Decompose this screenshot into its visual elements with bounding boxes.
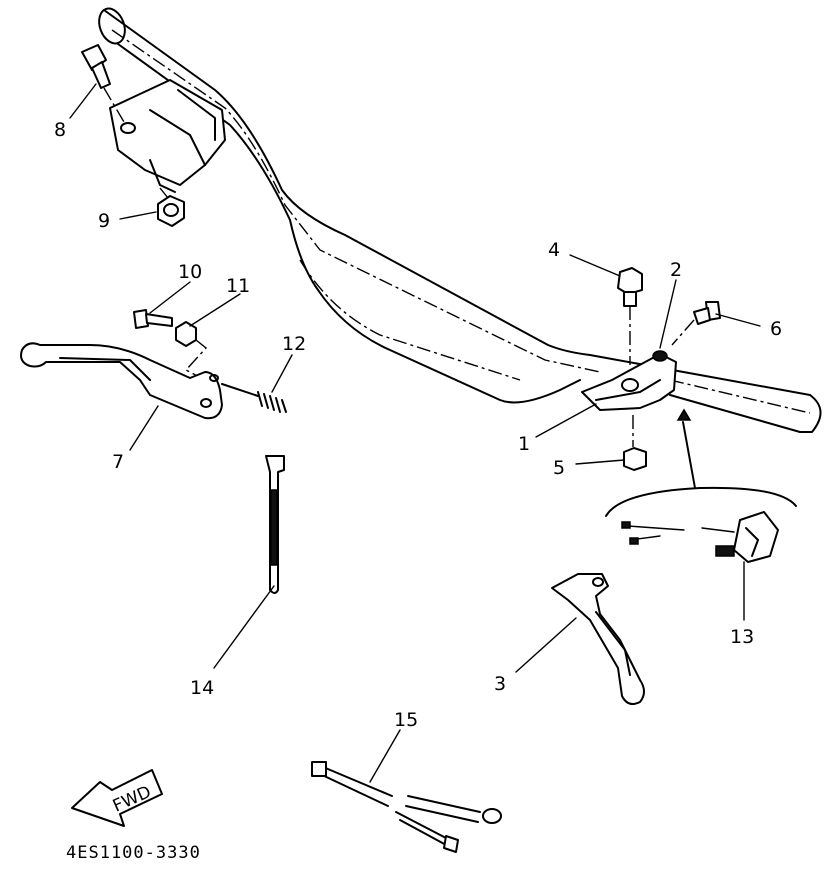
switch-part-13 <box>605 408 797 563</box>
lever-part-7 <box>20 342 223 420</box>
spring-part-12 <box>221 383 287 413</box>
callout-11: 11 <box>226 275 250 297</box>
bolt-part-10 <box>133 309 173 329</box>
bolt-part-8 <box>81 44 125 123</box>
callout-1: 1 <box>518 433 530 455</box>
callout-7: 7 <box>112 451 124 473</box>
nut-part-11 <box>175 321 208 381</box>
cable-tie-part-14 <box>265 455 285 594</box>
nut-part-9 <box>157 187 185 227</box>
callout-labels: 8 9 10 11 12 7 4 2 6 1 5 14 3 13 15 <box>54 119 782 731</box>
callout-9: 9 <box>98 210 110 232</box>
leader-lines <box>69 83 761 783</box>
callout-3: 3 <box>494 673 506 695</box>
callout-13: 13 <box>730 626 754 648</box>
callout-12: 12 <box>282 333 306 355</box>
handlebar <box>98 7 822 433</box>
callout-2: 2 <box>670 259 682 281</box>
callout-15: 15 <box>394 709 418 731</box>
callout-10: 10 <box>178 261 202 283</box>
left-switch-housing <box>109 79 226 193</box>
lever-holder-assembly <box>581 267 721 471</box>
callout-5: 5 <box>553 457 565 479</box>
part-code: 4ES1100-3330 <box>66 843 201 863</box>
callout-6: 6 <box>770 318 782 340</box>
lever-part-3 <box>551 573 645 705</box>
fwd-arrow: FWD <box>71 769 163 827</box>
callout-14: 14 <box>190 677 214 699</box>
wire-part-15 <box>311 761 502 853</box>
callout-4: 4 <box>548 239 560 261</box>
callout-8: 8 <box>54 119 66 141</box>
